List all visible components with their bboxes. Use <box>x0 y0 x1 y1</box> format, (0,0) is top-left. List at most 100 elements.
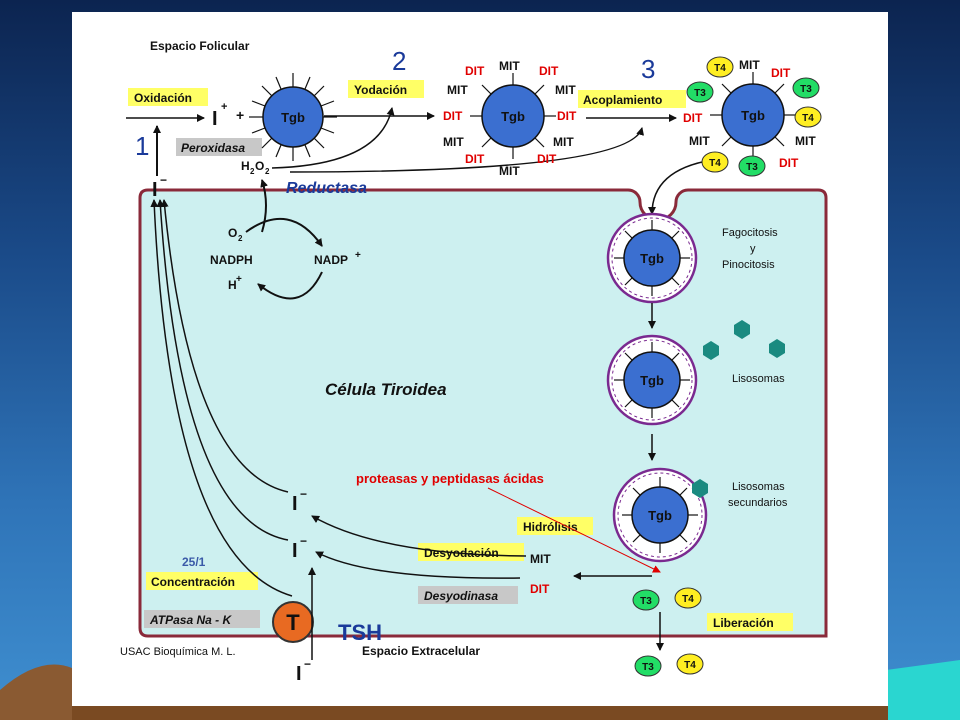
concentration-label: Concentración <box>146 572 258 590</box>
svg-text:DIT: DIT <box>539 64 559 78</box>
vesicle-lysosome: Tgb <box>606 334 698 426</box>
tsh-label: TSH <box>338 620 382 645</box>
secondary-lysosomes-label: Lisosomas secundarios <box>728 481 788 509</box>
arrow-to-endocytosis <box>648 159 713 215</box>
arrow-reductase-h2o2 <box>260 179 268 233</box>
iodide-extracellular: I − <box>296 657 311 685</box>
proteases-label: proteasas y peptidasas ácidas <box>356 471 544 486</box>
svg-text:Yodación: Yodación <box>354 83 407 97</box>
svg-text:DIT: DIT <box>537 152 557 166</box>
svg-text:secundarios: secundarios <box>728 497 788 509</box>
svg-text:MIT: MIT <box>555 83 576 97</box>
svg-text:DIT: DIT <box>557 109 577 123</box>
svg-text:−: − <box>300 487 307 501</box>
svg-text:2: 2 <box>250 167 255 176</box>
svg-text:T3: T3 <box>640 596 652 607</box>
vesicle-secondary-lysosome: Tgb <box>612 467 708 563</box>
t4-extracellular: T4 <box>676 653 704 675</box>
svg-text:+: + <box>355 250 361 261</box>
svg-text:Tgb: Tgb <box>281 110 305 125</box>
iodide-oxidized: I + + <box>212 101 244 130</box>
t4-badge: T4 <box>701 151 729 173</box>
arrow-proteases <box>487 487 661 573</box>
svg-text:2: 2 <box>238 234 243 243</box>
svg-text:Tgb: Tgb <box>640 251 664 266</box>
svg-text:−: − <box>160 173 167 187</box>
svg-text:DIT: DIT <box>683 111 703 125</box>
svg-text:I: I <box>292 493 298 515</box>
deiodinase-label: Desyodinasa <box>418 586 518 604</box>
svg-text:Tgb: Tgb <box>648 508 672 523</box>
svg-text:+: + <box>236 274 242 285</box>
svg-text:T4: T4 <box>714 63 726 74</box>
svg-text:MIT: MIT <box>443 135 464 149</box>
t4-badge: T4 <box>794 106 822 128</box>
svg-text:H: H <box>228 278 237 292</box>
arrow-uptake <box>150 199 293 597</box>
arrow-nadph-cycle-bottom <box>257 271 323 300</box>
step-number-2: 2 <box>392 46 406 76</box>
svg-text:Tgb: Tgb <box>501 109 525 124</box>
svg-text:T4: T4 <box>684 660 696 671</box>
tsh-transporter-icon: T <box>272 601 314 643</box>
svg-text:MIT: MIT <box>689 134 710 148</box>
release-label: Liberación <box>707 613 793 631</box>
svg-text:y: y <box>750 243 756 255</box>
svg-text:MIT: MIT <box>499 164 520 178</box>
hydrolysis-label: Hidrólisis <box>517 517 593 535</box>
svg-text:Oxidación: Oxidación <box>134 91 192 105</box>
svg-text:I: I <box>212 108 218 130</box>
svg-text:T3: T3 <box>694 88 706 99</box>
svg-text:DIT: DIT <box>779 156 799 170</box>
svg-text:Tgb: Tgb <box>640 373 664 388</box>
svg-text:T3: T3 <box>642 662 654 673</box>
iodination-label: Yodación <box>348 80 424 98</box>
t3-released: T3 <box>632 589 660 611</box>
svg-text:T4: T4 <box>709 158 721 169</box>
svg-text:Lisosomas: Lisosomas <box>732 481 785 493</box>
deiodination-label: Desyodación <box>418 543 524 561</box>
svg-text:Liberación: Liberación <box>713 616 774 630</box>
arrow-recycle-1 <box>160 199 289 493</box>
svg-text:T3: T3 <box>800 84 812 95</box>
svg-text:T: T <box>286 610 300 635</box>
svg-text:DIT: DIT <box>771 66 791 80</box>
svg-text:DIT: DIT <box>465 64 485 78</box>
svg-text:T4: T4 <box>682 594 694 605</box>
step-number-3: 3 <box>641 54 655 84</box>
iodide-top: I − <box>152 173 167 201</box>
iodide-recycled-2: I − <box>292 534 307 562</box>
arrow-nadph-cycle-top <box>245 217 323 247</box>
svg-text:ATPasa Na - K: ATPasa Na - K <box>149 613 232 627</box>
svg-text:O: O <box>255 159 264 173</box>
svg-text:Concentración: Concentración <box>151 575 235 589</box>
mit-label: MIT <box>530 552 551 566</box>
step-number-1: 1 <box>135 131 149 161</box>
svg-text:DIT: DIT <box>443 109 463 123</box>
iodide-recycled-1: I − <box>292 487 307 515</box>
arrow-h2o2-to-coupling <box>289 127 644 173</box>
svg-text:Hidrólisis: Hidrólisis <box>523 520 578 534</box>
proton: H + <box>228 274 242 292</box>
cell-title: Célula Tiroidea <box>325 380 447 399</box>
svg-text:H: H <box>241 159 250 173</box>
svg-text:I: I <box>292 540 298 562</box>
svg-text:MIT: MIT <box>499 59 520 73</box>
reductase-label: Reductasa <box>286 180 367 197</box>
svg-text:Desyodinasa: Desyodinasa <box>424 589 498 603</box>
oxidation-label: Oxidación <box>128 88 208 106</box>
arrow-mit-to-iodide <box>311 515 527 557</box>
follicular-space-label: Espacio Folicular <box>150 39 250 53</box>
t3-badge: T3 <box>792 77 820 99</box>
credit-text: USAC Bioquímica M. L. <box>120 646 236 658</box>
svg-text:T4: T4 <box>802 113 814 124</box>
svg-text:NADP: NADP <box>314 253 348 267</box>
svg-text:+: + <box>221 101 227 113</box>
tgb-molecule-3: Tgb MIT DIT DIT MIT MIT DIT T4 T3 T3 T4 … <box>683 56 822 177</box>
svg-text:−: − <box>300 534 307 548</box>
t4-badge: T4 <box>706 56 734 78</box>
svg-text:DIT: DIT <box>465 152 485 166</box>
tgb-molecule-1: Tgb <box>249 73 337 161</box>
